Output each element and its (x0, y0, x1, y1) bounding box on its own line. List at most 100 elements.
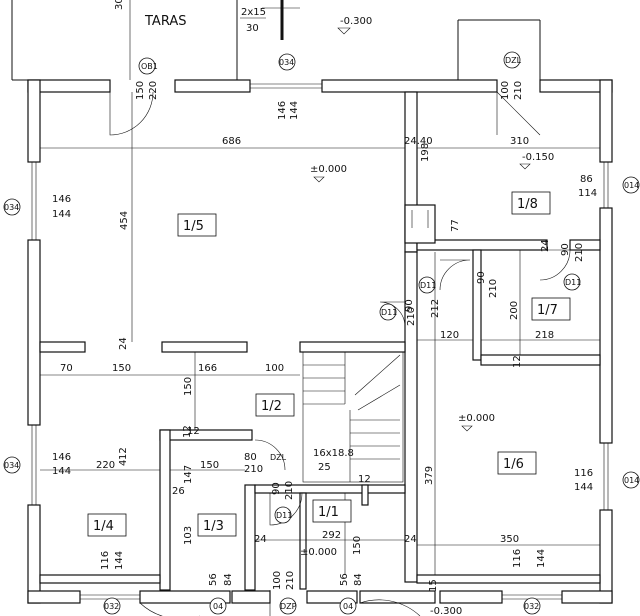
level-1-8: -0.150 (522, 152, 554, 163)
dim-12-a: 12 (512, 355, 523, 368)
dim-210-b: 210 (488, 279, 499, 298)
dim-147: 147 (183, 465, 194, 484)
dim-90-a: 90 (560, 243, 571, 256)
dim-16x18: 16x18.8 (313, 448, 354, 459)
dim-150-top: 150 (135, 81, 146, 100)
tag-circles (3, 51, 640, 615)
dim-120: 120 (440, 330, 459, 341)
chimney (404, 204, 436, 244)
dim-100: 100 (265, 363, 284, 374)
room-1-8: 1/8 (517, 197, 538, 212)
room-1-5: 1/5 (183, 219, 204, 234)
dim-454: 454 (119, 211, 130, 230)
dim-24-40: 24.40 (404, 136, 433, 147)
dim-144-top: 144 (289, 101, 300, 120)
dim-56-b: 56 (339, 573, 350, 586)
dim-350: 350 (500, 534, 519, 545)
level-bottom: -0.300 (430, 606, 462, 616)
staircase (302, 351, 404, 483)
dim-24-d: 24 (404, 534, 417, 545)
dim-24-b: 24 (540, 239, 551, 252)
window-mark-left: 034 (4, 203, 19, 212)
dim-144-right: 144 (574, 482, 593, 493)
room-1-1: 1/1 (318, 505, 339, 520)
dim-150-b: 150 (200, 460, 219, 471)
dim-150-c: 150 (352, 536, 363, 555)
dim-146-left2: 146 (52, 452, 71, 463)
dim-686: 686 (222, 136, 241, 147)
window-mark-b1: 04 (213, 602, 223, 611)
terrace-slope-bottom: 30 (246, 23, 259, 34)
dim-144-left2: 144 (52, 466, 71, 477)
terrace-area (11, 0, 541, 81)
room-1-3: 1/3 (203, 519, 224, 534)
dim-90-c: 90 (404, 299, 415, 312)
dimension-lines (40, 92, 600, 575)
dim-200: 200 (509, 301, 520, 320)
dim-12-b: 12 (182, 425, 193, 438)
door-swings (109, 91, 571, 616)
dim-116-right: 116 (574, 468, 593, 479)
dim-144-br: 144 (536, 549, 547, 568)
dim-84: 84 (223, 573, 234, 586)
tag-dzp: DZP (280, 602, 297, 611)
level-1-1: ±0.000 (300, 547, 337, 558)
room-1-4: 1/4 (93, 519, 114, 534)
level-main: ±0.000 (310, 164, 347, 175)
dim-56: 56 (208, 573, 219, 586)
dim-100-b: 100 (272, 571, 283, 590)
dim-12-f: 12 (358, 474, 371, 485)
dim-210-f: 210 (285, 571, 296, 590)
room-1-6: 1/6 (503, 457, 524, 472)
terrace-label: TARAS (144, 14, 186, 29)
dim-15: 15 (428, 579, 439, 592)
room-1-2: 1/2 (261, 399, 282, 414)
dim-220: 220 (96, 460, 115, 471)
window-mark-left2: 034 (4, 461, 19, 470)
dim-210-e: 210 (284, 481, 295, 500)
exterior-walls (27, 79, 613, 604)
room-1-7: 1/7 (537, 303, 558, 318)
dim-212: 212 (430, 299, 441, 318)
dim-103: 103 (183, 526, 194, 545)
dim-80: 80 (244, 452, 257, 463)
window-mark-right: 014 (624, 181, 639, 190)
dim-166: 166 (198, 363, 217, 374)
dim-210-a: 210 (574, 243, 585, 262)
dim-12-e: 12 (187, 426, 200, 437)
dim-210-c: 210 (406, 307, 417, 326)
dim-26: 26 (172, 486, 185, 497)
tag-d11-b: D11 (420, 281, 436, 290)
terrace-dim-30: 30 (114, 0, 125, 10)
tag-d11-a: D11 (565, 278, 581, 287)
dim-150-a: 150 (112, 363, 131, 374)
dim-84-b: 84 (353, 573, 364, 586)
dim-100-top: 100 (500, 81, 511, 100)
dim-116-br: 116 (512, 549, 523, 568)
dim-12-d: 12 (118, 447, 129, 460)
dim-150-v: 150 (183, 377, 194, 396)
dim-25: 25 (318, 462, 331, 473)
tag-d11-c: D11 (381, 308, 397, 317)
dim-218: 218 (535, 330, 554, 341)
dim-146-top: 146 (277, 101, 288, 120)
dim-210-top: 210 (513, 81, 524, 100)
window-mark-right2: 014 (624, 476, 639, 485)
dim-210-d: 210 (244, 464, 263, 475)
tag-d11-d: D11 (276, 511, 292, 520)
terrace-level: -0.300 (340, 16, 372, 27)
tag-dzl-mid: DZL (270, 453, 287, 462)
dim-198: 198 (420, 143, 431, 162)
dim-77: 77 (450, 219, 461, 232)
window-mark-top: 034 (279, 58, 294, 67)
dim-90-d: 90 (271, 482, 282, 495)
dim-379: 379 (424, 466, 435, 485)
dim-310: 310 (510, 136, 529, 147)
interior-walls (39, 91, 601, 591)
terrace-slope-top: 2x15 (241, 7, 266, 18)
tag-ob1: OB1 (141, 62, 158, 71)
dim-144-left: 144 (52, 209, 71, 220)
dim-24-c: 24 (254, 534, 267, 545)
window-mark-bl: 032 (104, 602, 119, 611)
